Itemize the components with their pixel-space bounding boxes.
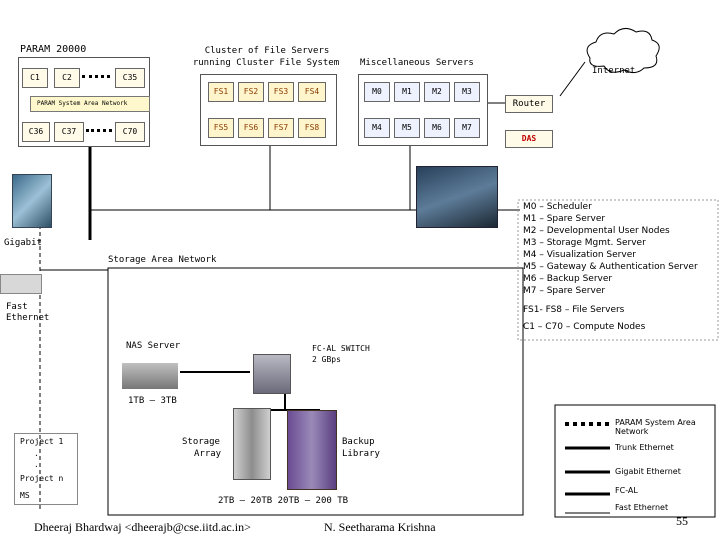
legend-param: PARAM System Area Network xyxy=(615,418,696,436)
fc-al-speed-label: 2 GBps xyxy=(312,355,341,364)
cluster-title-2: running Cluster File System xyxy=(192,58,340,68)
param-title: PARAM 20000 xyxy=(20,44,87,55)
nas-server-icon xyxy=(122,363,178,389)
node-c2: C2 xyxy=(54,68,80,88)
router-box: Router xyxy=(505,95,553,113)
page-number: 55 xyxy=(676,514,688,528)
gigabit-label: Gigabit xyxy=(4,238,42,248)
nas-server-label: NAS Server xyxy=(126,341,181,351)
fc-al-switch-label: FC-AL SWITCH xyxy=(312,344,370,353)
key-c: C1 – C70 – Compute Nodes xyxy=(523,322,646,332)
misc-title: Miscellaneous Servers xyxy=(360,58,474,68)
project-dot-1: . xyxy=(34,449,39,458)
misc-node-m2: M2 xyxy=(424,82,450,102)
key-m0: M0 – Scheduler xyxy=(523,202,592,212)
cluster-title-1: Cluster of File Servers xyxy=(204,46,330,56)
misc-node-m3: M3 xyxy=(454,82,480,102)
legend-trunk: Trunk Ethernet xyxy=(615,443,674,452)
internet-label: Internet xyxy=(592,66,636,76)
server-key: M0 – Scheduler M1 – Spare Server M2 – De… xyxy=(523,202,715,298)
param-san-bar: PARAM System Area Network xyxy=(30,96,150,112)
fs-node-fs4: FS4 xyxy=(298,82,326,102)
fs-node-fs5: FS5 xyxy=(208,118,234,138)
backup-label-1: Backup xyxy=(342,437,375,447)
legend-fcal: FC-AL xyxy=(615,486,638,495)
project-dot-2: . xyxy=(34,460,39,469)
fast-ethernet-label-2: Ethernet xyxy=(6,313,50,323)
misc-node-m6: M6 xyxy=(424,118,450,138)
node-ellipsis xyxy=(86,129,112,132)
fc-al-switch-icon xyxy=(253,354,291,394)
node-c70: C70 xyxy=(115,122,145,142)
backup-library-icon xyxy=(287,410,337,490)
footer-author-2: N. Seetharama Krishna xyxy=(324,520,436,534)
fs-node-fs8: FS8 xyxy=(298,118,326,138)
storage-capacity-label: 2TB – 20TB 20TB – 200 TB xyxy=(218,496,349,506)
projects-box xyxy=(14,433,78,505)
misc-node-m5: M5 xyxy=(394,118,420,138)
footer-author-1: Dheeraj Bhardwaj <dheerajb@cse.iitd.ac.i… xyxy=(34,520,251,534)
node-ellipsis xyxy=(82,75,110,78)
key-m4: M4 – Visualization Server xyxy=(523,250,636,260)
node-c1: C1 xyxy=(22,68,48,88)
san-label: Storage Area Network xyxy=(108,255,217,265)
fs-node-fs2: FS2 xyxy=(238,82,264,102)
legend-gigabit: Gigabit Ethernet xyxy=(615,467,681,476)
misc-node-m1: M1 xyxy=(394,82,420,102)
fs-node-fs7: FS7 xyxy=(268,118,294,138)
nas-capacity-label: 1TB – 3TB xyxy=(128,396,177,406)
key-m5: M5 – Gateway & Authentication Server xyxy=(523,262,698,272)
server-rack-icon xyxy=(12,174,52,228)
visualization-wall-icon xyxy=(416,166,498,228)
project-1: Project 1 xyxy=(20,437,64,446)
fs-node-fs6: FS6 xyxy=(238,118,264,138)
misc-node-m0: M0 xyxy=(364,82,390,102)
backup-label-2: Library xyxy=(342,449,380,459)
das-box: DAS xyxy=(505,130,553,148)
key-m3: M3 – Storage Mgmt. Server xyxy=(523,238,646,248)
ethernet-switch-icon xyxy=(0,274,42,294)
misc-node-m7: M7 xyxy=(454,118,480,138)
node-c36: C36 xyxy=(22,122,50,142)
storage-array-icon xyxy=(233,408,271,480)
key-m1: M1 – Spare Server xyxy=(523,214,606,224)
fs-node-fs3: FS3 xyxy=(268,82,294,102)
fast-ethernet-label-1: Fast xyxy=(6,302,28,312)
project-n: Project n xyxy=(20,474,64,483)
node-c35: C35 xyxy=(115,68,145,88)
key-m6: M6 – Backup Server xyxy=(523,274,613,284)
storage-array-label-2: Array xyxy=(194,449,222,459)
misc-node-m4: M4 xyxy=(364,118,390,138)
node-c37: C37 xyxy=(54,122,84,142)
storage-array-label-1: Storage xyxy=(182,437,220,447)
key-fs: FS1- FS8 – File Servers xyxy=(523,305,625,315)
legend-fast: Fast Ethernet xyxy=(615,503,669,512)
key-m2: M2 – Developmental User Nodes xyxy=(523,226,670,236)
project-ms: MS xyxy=(20,491,30,500)
key-m7: M7 – Spare Server xyxy=(523,286,606,296)
fs-node-fs1: FS1 xyxy=(208,82,234,102)
